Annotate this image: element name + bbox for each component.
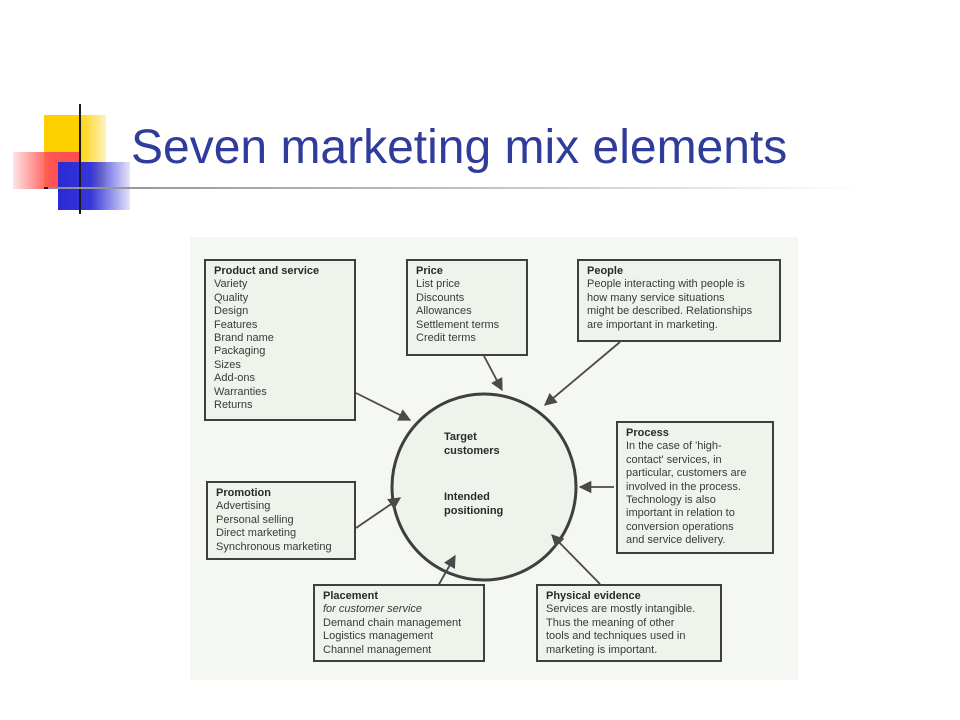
list-item: Design xyxy=(214,305,249,318)
text-line: In the case of 'high- xyxy=(626,440,722,453)
list-item: Direct marketing xyxy=(216,527,297,540)
list-item: Packaging xyxy=(214,345,266,358)
list-item: Brand name xyxy=(214,332,274,345)
list-item: Synchronous marketing xyxy=(216,540,332,553)
text-line: tools and techniques used in xyxy=(546,630,686,643)
box-heading: Promotion xyxy=(216,487,271,499)
center-line-2: customers xyxy=(444,444,500,457)
box-physical-evidence: Physical evidence Services are mostly in… xyxy=(536,584,722,662)
list-item: Returns xyxy=(214,399,253,412)
box-heading: Process xyxy=(626,427,669,439)
slide-title: Seven marketing mix elements xyxy=(131,121,788,174)
box-heading: Price xyxy=(416,265,443,277)
title-decoration-vertical-line xyxy=(79,104,81,214)
text-line: important in relation to xyxy=(626,507,735,520)
box-price: Price List price Discounts Allowances Se… xyxy=(406,259,528,356)
center-label-positioning: Intended positioning xyxy=(444,491,503,518)
center-line-1: Target xyxy=(444,431,477,443)
list-item: Logistics management xyxy=(323,630,434,643)
box-people: People People interacting with people is… xyxy=(577,259,781,342)
box-placement: Placement for customer service Demand ch… xyxy=(313,584,485,662)
box-heading: Physical evidence xyxy=(546,590,641,602)
box-promotion: Promotion Advertising Personal selling D… xyxy=(206,481,356,560)
list-item: Variety xyxy=(214,278,248,291)
list-item: Advertising xyxy=(216,500,271,513)
title-decoration-blue xyxy=(58,162,130,210)
box-heading: People xyxy=(587,265,624,277)
list-item: Demand chain management xyxy=(323,616,462,629)
text-line: marketing is important. xyxy=(546,643,658,656)
title-underline xyxy=(48,187,860,189)
arrow-price xyxy=(483,355,503,392)
text-line: People interacting with people is xyxy=(587,278,745,291)
text-line: conversion operations xyxy=(626,520,734,533)
arrow-placement xyxy=(437,554,456,587)
list-item: Discounts xyxy=(416,291,465,304)
text-line: and service delivery. xyxy=(626,534,726,547)
box-process: Process In the case of 'high- contact' s… xyxy=(616,421,774,554)
text-line: contact' services, in xyxy=(626,453,722,466)
box-heading: Placement xyxy=(323,590,379,602)
list-item: Features xyxy=(214,318,258,331)
text-line: Services are mostly intangible. xyxy=(546,603,696,616)
box-heading: Product and service xyxy=(214,265,320,277)
arrow-product xyxy=(355,392,412,421)
list-item: Allowances xyxy=(416,305,472,318)
center-ellipse xyxy=(390,392,578,582)
list-item: Settlement terms xyxy=(416,318,500,331)
list-item: Sizes xyxy=(214,358,241,371)
box-subheading: for customer service xyxy=(323,603,423,616)
text-line: are important in marketing. xyxy=(587,318,718,331)
center-line-3: Intended xyxy=(444,491,490,503)
center-label-target: Target customers xyxy=(444,431,500,458)
text-line: Technology is also xyxy=(626,494,716,507)
box-product-and-service: Product and service Variety Quality Desi… xyxy=(204,259,356,421)
arrow-physical xyxy=(551,534,601,585)
text-line: particular, customers are xyxy=(626,467,747,480)
center-line-4: positioning xyxy=(444,504,504,517)
text-line: might be described. Relationships xyxy=(587,305,753,318)
list-item: List price xyxy=(416,278,461,291)
arrow-people xyxy=(544,341,621,406)
list-item: Warranties xyxy=(214,385,267,398)
list-item: Channel management xyxy=(323,643,432,656)
arrow-promotion xyxy=(355,497,402,529)
list-item: Add-ons xyxy=(214,372,255,385)
list-item: Personal selling xyxy=(216,513,294,526)
list-item: Credit terms xyxy=(416,332,476,345)
text-line: involved in the process. xyxy=(626,480,741,493)
text-line: how many service situations xyxy=(587,291,725,304)
text-line: Thus the meaning of other xyxy=(546,616,675,629)
list-item: Quality xyxy=(214,291,249,304)
